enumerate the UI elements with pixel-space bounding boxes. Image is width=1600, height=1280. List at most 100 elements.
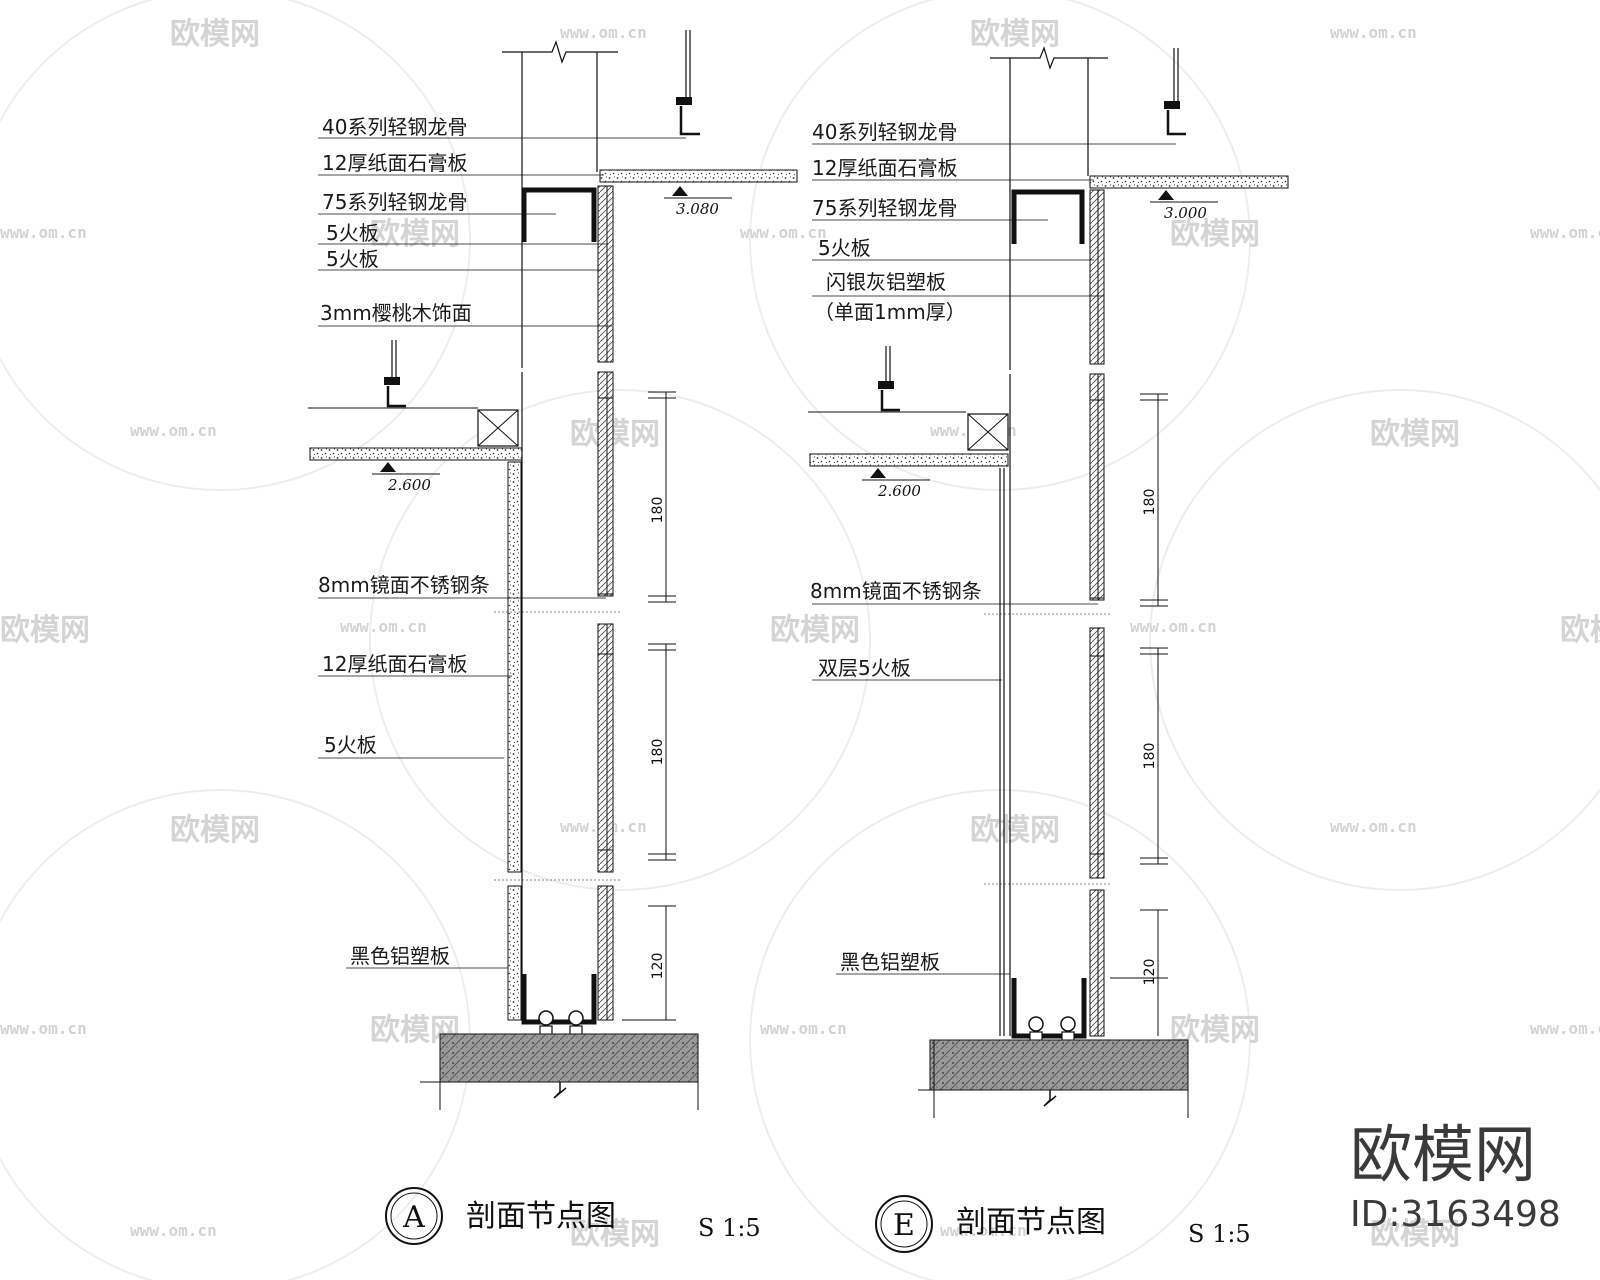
section-letter-e: E [893, 1208, 915, 1243]
watermark-url: www.om.cn [340, 617, 427, 636]
elevation-marker-lower-e [870, 468, 886, 478]
label-steel-strip-a: 8mm镜面不锈钢条 [318, 573, 490, 597]
watermark-text: 欧模网 [1560, 613, 1600, 648]
watermark-url: www.om.cn [1330, 23, 1417, 42]
label-black-panel-a: 黑色铝塑板 [350, 944, 450, 968]
watermark-text: 欧模网 [0, 613, 90, 648]
label-silver-panel-note-e: （单面1mm厚） [814, 300, 966, 324]
watermark-url: www.om.cn [940, 1221, 1027, 1240]
elevation-upper-e: 3.000 [1164, 204, 1207, 222]
label-fireboard-1-a: 5火板 [326, 221, 379, 245]
brand-id: ID:3163498 [1350, 1194, 1561, 1235]
dimension-1-e: 180 [1142, 489, 1158, 516]
top-wall-e [990, 46, 1108, 370]
label-silver-panel-e: 闪银灰铝塑板 [826, 270, 946, 294]
elevation-marker-lower-a [380, 462, 396, 472]
base-channel-a [521, 974, 597, 1025]
dimension-lines-e [1110, 393, 1168, 1036]
elevation-lower-a: 2.600 [387, 476, 431, 494]
section-marker-a: A [385, 1187, 443, 1245]
dimension-1-a: 180 [650, 497, 666, 524]
label-fireboard-2-a: 5火板 [326, 247, 379, 271]
label-40-keel-e: 40系列轻钢龙骨 [812, 120, 957, 144]
label-black-panel-e: 黑色铝塑板 [840, 950, 940, 974]
keel-75-e [1011, 189, 1085, 244]
section-scale-a: S 1:5 [698, 1214, 761, 1242]
section-marker-e: E [875, 1195, 933, 1253]
brand-mark: 欧模网 ID:3163498 [1350, 1118, 1561, 1235]
label-75-keel-a: 75系列轻钢龙骨 [322, 190, 467, 214]
elevation-lower-e: 2.600 [877, 482, 921, 500]
ceiling-hanger-upper-a [676, 30, 700, 136]
label-double-fireboard-e: 双层5火板 [818, 656, 911, 680]
brand-name: 欧模网 [1350, 1118, 1536, 1191]
watermark-url: www.om.cn [0, 223, 87, 242]
watermark-text: 欧模网 [970, 17, 1060, 52]
ceiling-hanger-upper-e [1164, 48, 1186, 136]
floor-slab-a [420, 1033, 699, 1110]
outer-wall-a [507, 372, 523, 1021]
leader-lines-e [812, 143, 1176, 975]
watermark-url: www.om.cn [130, 1221, 217, 1240]
base-channel-e [1011, 978, 1087, 1039]
label-gypsum-upper-e: 12厚纸面石膏板 [812, 156, 957, 180]
label-40-keel-a: 40系列轻钢龙骨 [322, 115, 467, 139]
label-fireboard-lower-a: 5火板 [324, 733, 377, 757]
watermark-url: www.om.cn [740, 223, 827, 242]
label-75-keel-e: 75系列轻钢龙骨 [812, 196, 957, 220]
upper-ceiling-board-a [599, 169, 798, 183]
elevation-upper-a: 3.080 [676, 200, 719, 218]
watermark-url: www.om.cn [760, 1019, 847, 1038]
inner-wall-e [1089, 189, 1105, 1037]
watermark-text: 欧模网 [170, 17, 260, 52]
watermark-text: 欧模网 [570, 1217, 660, 1252]
watermark-url: www.om.cn [0, 1019, 87, 1038]
keel-75-a [521, 187, 597, 242]
lower-ceiling-board-e [809, 453, 1009, 467]
wood-block-a [477, 409, 519, 447]
dimension-3-a: 120 [650, 953, 666, 980]
watermark-text: 欧模网 [170, 813, 260, 848]
lower-ceiling-board-a [309, 447, 523, 461]
label-cherry-veneer-a: 3mm樱桃木饰面 [320, 301, 472, 325]
elevation-marker-upper-e [1158, 190, 1174, 200]
watermark-text: 欧模网 [1170, 217, 1260, 252]
section-a: 3.080 [308, 30, 798, 1245]
dimension-lines-a [622, 391, 676, 1021]
watermark-url: www.om.cn [560, 23, 647, 42]
upper-ceiling-board-e [1089, 175, 1289, 189]
watermark-text: 欧模网 [570, 417, 660, 452]
watermark-text: 欧模网 [370, 217, 460, 252]
section-e: 3.000 [808, 46, 1289, 1253]
leader-lines-a [318, 137, 686, 969]
watermark-url: www.om.cn [1530, 1019, 1600, 1038]
watermark-text: 欧模网 [970, 813, 1060, 848]
dimension-2-e: 180 [1142, 743, 1158, 770]
label-gypsum-lower-a: 12厚纸面石膏板 [322, 652, 467, 676]
label-gypsum-upper-a: 12厚纸面石膏板 [322, 151, 467, 175]
elevation-marker-upper-a [672, 186, 688, 196]
section-letter-a: A [402, 1200, 425, 1235]
watermark-text: 欧模网 [1370, 1217, 1460, 1252]
ceiling-hanger-lower-a [308, 340, 478, 409]
wood-block-e [967, 413, 1009, 451]
section-scale-e: S 1:5 [1188, 1220, 1251, 1248]
outer-wall-e [999, 374, 1011, 1036]
section-title-a: 剖面节点图 [466, 1199, 616, 1234]
inner-wall-a [597, 185, 614, 1021]
dimension-2-a: 180 [650, 739, 666, 766]
label-fireboard-e: 5火板 [818, 236, 871, 260]
section-title-e: 剖面节点图 [956, 1205, 1106, 1240]
watermark-url: www.om.cn [130, 421, 217, 440]
watermark-text: 欧模网 [770, 613, 860, 648]
watermark-url: www.om.cn [1130, 617, 1217, 636]
watermark-url: www.om.cn [1530, 223, 1600, 242]
watermark-text: 欧模网 [1370, 417, 1460, 452]
dimension-3-e: 120 [1142, 959, 1158, 986]
ceiling-hanger-lower-e [808, 346, 966, 413]
label-steel-strip-e: 8mm镜面不锈钢条 [810, 579, 982, 603]
watermark-url: www.om.cn [1330, 817, 1417, 836]
floor-slab-e [918, 1039, 1189, 1118]
